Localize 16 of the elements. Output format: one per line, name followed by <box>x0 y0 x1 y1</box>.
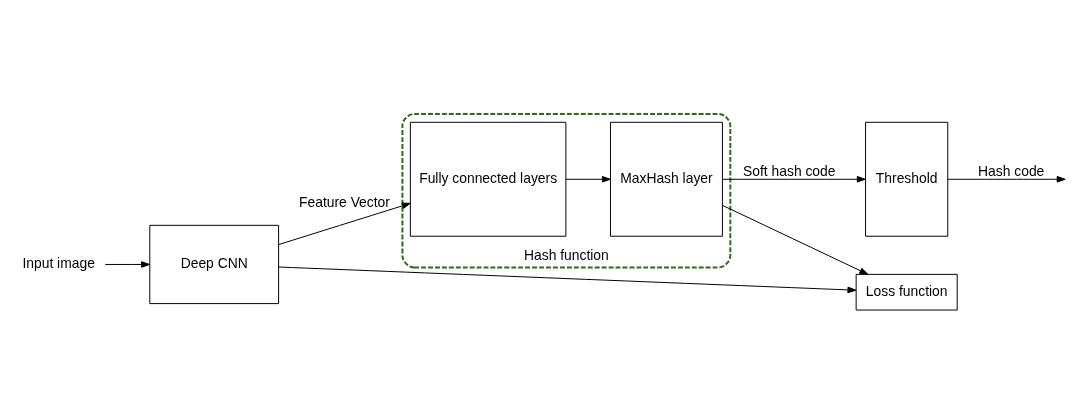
node-text: Input image <box>22 254 95 271</box>
node-box: MaxHash layer <box>609 121 723 237</box>
arrow <box>565 175 611 183</box>
edge-label: Feature Vector <box>299 193 390 210</box>
arrow <box>104 260 151 268</box>
node-box: Fully connected layers <box>409 121 567 237</box>
arrow <box>722 175 866 183</box>
edge-label: Soft hash code <box>743 162 836 179</box>
arrow <box>947 175 1066 183</box>
arrow <box>278 202 411 245</box>
node-box: Loss function <box>855 273 958 311</box>
arrow <box>722 204 869 275</box>
node-box: Deep CNN <box>149 224 280 304</box>
edge-label: Hash code <box>978 162 1045 179</box>
arrow <box>278 266 857 293</box>
node-box: Threshold <box>865 121 949 237</box>
